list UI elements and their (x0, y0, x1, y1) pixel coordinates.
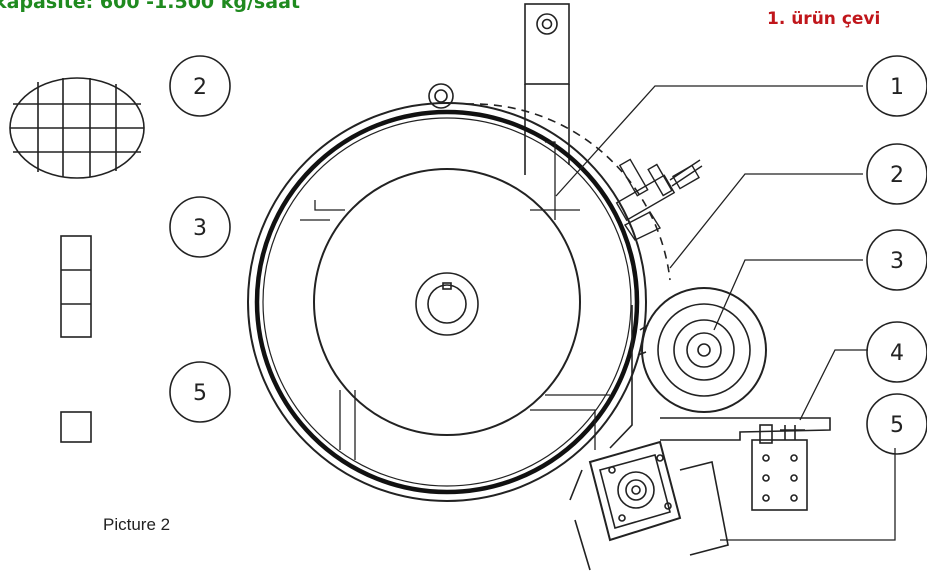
cross-knife-bracket (660, 417, 831, 511)
cut-pattern-strip (60, 235, 92, 338)
legend-callout-label-3: 3 (193, 216, 207, 241)
main-drum (247, 102, 671, 502)
callout-1 (866, 55, 927, 117)
step-title: 1. ürün çevi (767, 9, 881, 29)
callout-label-1: 1 (890, 75, 904, 100)
legend-callout-label-5: 5 (193, 381, 207, 406)
callout-label-2: 2 (890, 163, 904, 188)
capacity-title: kapasite: 600 -1.500 kg/saat (0, 0, 300, 13)
lifting-eye (428, 83, 454, 109)
leader-lines (555, 85, 896, 541)
adjustment-screw (615, 158, 703, 241)
drum-frame (609, 305, 633, 449)
cutting-wheel (637, 287, 767, 413)
picture-caption: Picture 2 (103, 515, 171, 534)
callout-label-4: 4 (890, 341, 904, 366)
callout-label-3: 3 (890, 249, 904, 274)
callout-circles-left (169, 55, 231, 423)
callout-label-5: 5 (890, 413, 904, 438)
lower-gearbox (569, 440, 729, 571)
legend-callout-2 (169, 55, 231, 117)
legend-callout-3 (169, 196, 231, 258)
callout-4 (866, 321, 927, 383)
impeller-paddles (300, 141, 610, 460)
callout-circles-right (866, 55, 927, 455)
legend-callout-5 (169, 361, 231, 423)
cut-pattern-cube (60, 411, 92, 443)
legend-callout-label-2: 2 (193, 75, 207, 100)
cut-pattern-grid (9, 77, 145, 179)
callout-2 (866, 143, 927, 205)
callout-5 (866, 393, 927, 455)
drum-hub (415, 272, 479, 336)
callout-3 (866, 229, 927, 291)
